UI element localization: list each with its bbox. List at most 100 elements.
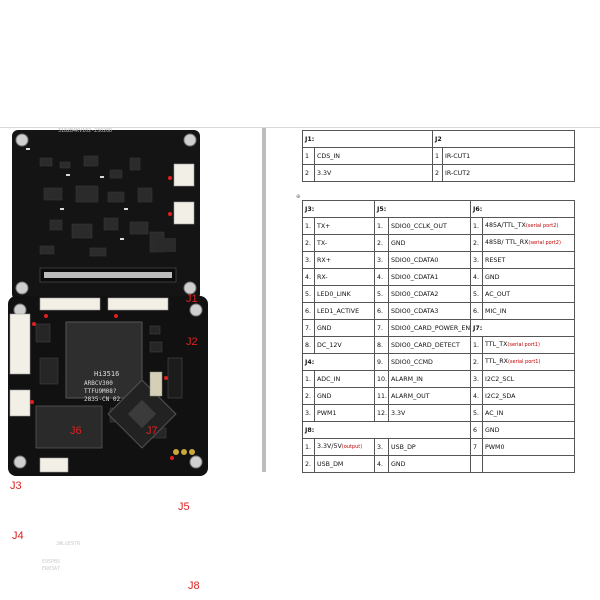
table-row: 5. LED0_LINK 5. SDIO0_CDATA2 5. AC_OUT — [302, 285, 575, 303]
pin-number: 2. — [302, 387, 315, 405]
pin-name: RX+ — [314, 251, 375, 269]
pin-name: MIC_IN — [482, 302, 575, 320]
table-row: 2. USB_DM 4. GND — [302, 455, 575, 473]
serial-port-note: (serial port2) — [528, 240, 561, 246]
header-j3: J3: — [302, 200, 375, 218]
pin-name: 3.3V — [314, 164, 433, 182]
page-divider — [262, 128, 266, 472]
pcb-illustration — [8, 130, 208, 476]
table-header-row: J3: J5: J6: — [302, 200, 575, 218]
pin-name: TTL_TX(serial port1) — [482, 336, 575, 354]
pin-number: 1. — [302, 217, 315, 235]
pin-number: 3. — [302, 404, 315, 422]
pin-name: GND — [314, 387, 375, 405]
pin-name: 3.3V/5V(output) — [314, 438, 375, 456]
pin-name: I2C2_SDA — [482, 387, 575, 405]
pin-name: LED0_LINK — [314, 285, 375, 303]
label-j6: J6 — [70, 425, 82, 437]
pin-name: USB_DM — [314, 455, 375, 473]
pin-number: 5. — [374, 285, 389, 303]
pin-number — [470, 455, 483, 473]
pin-number: 3. — [302, 251, 315, 269]
pin-number: 6. — [374, 302, 389, 320]
table-row: 2 3.3V 2 IR-CUT2 — [302, 164, 576, 182]
pin-number: 4. — [374, 268, 389, 286]
serial-port-note: (serial port2) — [525, 223, 559, 229]
soc-marking-4: 2835-CN 02 — [84, 396, 121, 403]
pin-number: 10. — [374, 370, 389, 388]
pin-name-text: TTL_RX — [485, 358, 508, 365]
header-j1: J1: — [302, 130, 433, 148]
pin-name: TX- — [314, 234, 375, 252]
pin-name: SDIO0_CCMD — [388, 353, 471, 371]
pin-number: 2. — [470, 353, 483, 371]
pin-name: GND — [388, 234, 471, 252]
label-j2: J2 — [186, 336, 198, 348]
pin-name: SDIO0_CARD_DETECT — [388, 336, 471, 354]
sensor-board — [12, 130, 200, 300]
pin-number: 3. — [470, 370, 483, 388]
label-j7: J7 — [146, 425, 158, 437]
flash-marking-2: E95PBS — [42, 559, 61, 565]
pin-name: SDIO0_CDATA0 — [388, 251, 471, 269]
label-j5: J5 — [178, 501, 190, 513]
pin-name: SDIO0_CDATA2 — [388, 285, 471, 303]
pin-name: SDIO0_CDATA1 — [388, 268, 471, 286]
pin-number: 4. — [470, 268, 483, 286]
pin-name-text: TTL_TX — [485, 341, 508, 348]
output-note: (output) — [341, 444, 363, 450]
pin-name: ALARM_IN — [388, 370, 471, 388]
pin-name: CDS_IN — [314, 147, 433, 165]
pin-number: 2. — [302, 455, 315, 473]
pin-number: 2. — [302, 234, 315, 252]
pin-number: 2 — [432, 164, 443, 182]
pin-number: 4. — [302, 268, 315, 286]
table-row: 2. TX- 2. GND 2. 485B/ TTL_RX(serial por… — [302, 234, 575, 252]
soc-marking-1: Hi3516 — [94, 370, 120, 378]
header-j4: J4: — [302, 353, 375, 371]
pin-number: 5. — [470, 404, 483, 422]
pin-name: SDIO0_CCLK_OUT — [388, 217, 471, 235]
pin-number: 1. — [302, 370, 315, 388]
pin-number: 4. — [470, 387, 483, 405]
pin-name: GND — [388, 455, 471, 473]
table-row: 1 CDS_IN 1 IR-CUT1 — [302, 147, 576, 165]
header-j6: J6: — [470, 200, 575, 218]
page-top-rule — [0, 127, 600, 128]
table-row: 2. GND 11. ALARM_OUT 4. I2C2_SDA — [302, 387, 575, 405]
pin-number: 2 — [302, 164, 315, 182]
table-header-row: J1: J2 — [302, 130, 576, 148]
pin-number: 1. — [470, 336, 483, 354]
pin-name: IR-CUT1 — [441, 147, 576, 165]
table-row: 3. PWM1 12. 3.3V 5. AC_IN — [302, 404, 575, 422]
pin-name — [482, 455, 575, 473]
flash-marking-1: JWLGE97R — [56, 541, 81, 547]
pin-number: 2. — [374, 234, 389, 252]
pin-name: AC_IN — [482, 404, 575, 422]
pin-name: ALARM_OUT — [388, 387, 471, 405]
pin-number: 4. — [374, 455, 389, 473]
soc-marking-2: ARBCV300 — [84, 380, 113, 387]
pin-number: 8. — [302, 336, 315, 354]
table-row: 6. LED1_ACTIVE 6. SDIO0_CDATA3 6. MIC_IN — [302, 302, 575, 320]
pin-name: 3.3V — [388, 404, 471, 422]
pin-number: 1. — [374, 217, 389, 235]
pin-name: RESET — [482, 251, 575, 269]
pin-name: USB_DP — [388, 438, 471, 456]
pin-number: 3. — [470, 251, 483, 269]
pin-name: 485B/ TTL_RX(serial port2) — [482, 234, 575, 252]
pinout-document: J1: J2 1 CDS_IN 1 IR-CUT1 2 3.3V 2 IR-CU… — [266, 128, 586, 473]
header-j7: J7: — [470, 319, 575, 337]
pin-number: 6 — [470, 421, 483, 439]
pin-number: 3. — [374, 438, 389, 456]
table-row: 1. 3.3V/5V(output) 3. USB_DP 7 PWM0 — [302, 438, 575, 456]
pin-number: 1 — [432, 147, 443, 165]
pin-number: 9. — [374, 353, 389, 371]
serial-port-note: (serial port1) — [507, 359, 541, 365]
pin-name: AC_OUT — [482, 285, 575, 303]
table-row: 4. RX- 4. SDIO0_CDATA1 4. GND — [302, 268, 575, 286]
pin-name: LED1_ACTIVE — [314, 302, 375, 320]
pin-name: 485A/TTL_TX(serial port2) — [482, 217, 575, 235]
pin-name: PWM0 — [482, 438, 575, 456]
pin-number: 1 — [302, 147, 315, 165]
